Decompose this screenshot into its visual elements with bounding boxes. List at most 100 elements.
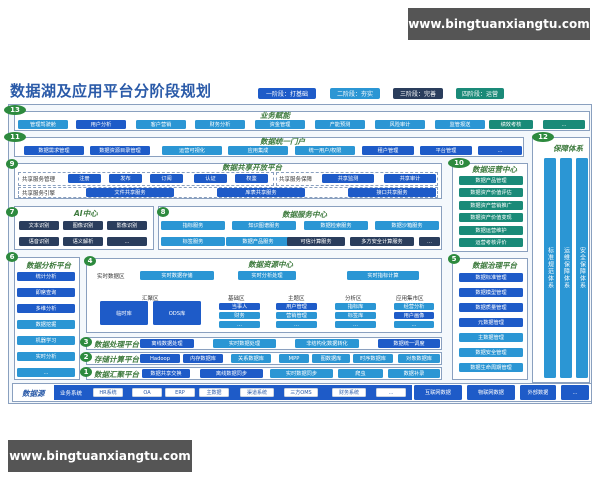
section-1-badge: 1 (80, 367, 92, 377)
governance-item: 数据标准管理 (459, 273, 523, 282)
share-mgmt-item: 认证 (194, 174, 227, 183)
storage-item: 关系数据库 (231, 354, 271, 363)
analytics-item: 机器学习 (17, 336, 75, 345)
section-3-badge: 3 (80, 337, 92, 347)
share-guard-item: 共享审计 (384, 174, 436, 183)
realtime-item: 实时分析处理 (238, 271, 296, 280)
share-guard-label: 共享服务保障 (279, 177, 313, 183)
section-12-badge: 12 (532, 132, 554, 142)
service-item: 知识图谱服务 (232, 221, 296, 230)
section-4-badge: 4 (84, 256, 96, 266)
section-1-title: 数据汇聚平台 (94, 370, 139, 379)
governance-item: 数据模型管理 (459, 288, 523, 297)
analysis-item: 标签库 (335, 312, 376, 319)
share-engine-label: 共享服务引擎 (22, 191, 56, 197)
section-6-title: 数据分析平台 (26, 261, 71, 270)
realtime-item: 实时数据存储 (140, 271, 214, 280)
share-engine-item: 库表共享服务 (217, 188, 305, 197)
processing-item: 实时数据处理 (213, 339, 276, 348)
biz-item: 绩效考核 (489, 120, 533, 129)
assurance-column: 标准规范体系 (544, 158, 556, 378)
section-2-badge: 2 (80, 352, 92, 362)
stage-3-legend: 三阶段：完善 (393, 88, 443, 99)
section-5-title: 数据治理平台 (472, 261, 517, 270)
section-8-badge: 8 (157, 207, 169, 217)
storage-item: 内存数据库 (183, 354, 223, 363)
portal-item: 运营可视化 (162, 146, 222, 155)
biz-item: 财务分析 (195, 120, 245, 129)
source-item: 财务系统 (332, 388, 366, 397)
source-item: OA (132, 388, 162, 397)
share-mgmt-label: 共享服务管理 (22, 177, 56, 183)
base-zone-label: 基础区 (228, 296, 245, 302)
storage-item: MPP (279, 354, 309, 363)
assurance-column: 安全保障体系 (576, 158, 588, 378)
ai-item: 文本识别 (19, 221, 59, 230)
business-systems-label: 业务系统 (60, 391, 83, 397)
ai-item: 图像识别 (63, 221, 103, 230)
realtime-item: 实时指标计算 (347, 271, 419, 280)
external-source: ... (561, 385, 589, 400)
portal-item: 应用集成 (228, 146, 288, 155)
governance-item: 主数据管理 (459, 333, 523, 342)
topic-item: 营销管理 (276, 312, 317, 319)
portal-item: 平台管理 (420, 146, 472, 155)
biz-item: 用户分析 (76, 120, 126, 129)
section-11-title: 数据统一门户 (260, 137, 305, 146)
share-mgmt-item: 注册 (68, 174, 101, 183)
analysis-zone-label: 分析区 (345, 296, 362, 302)
ops-item: 数据资产价值评估 (459, 188, 523, 197)
watermark-top: www.bingtuanxiangtu.com (408, 8, 590, 40)
biz-item: ... (543, 120, 585, 129)
biz-item: 风险审计 (375, 120, 425, 129)
governance-item: 数据安全管理 (459, 348, 523, 357)
biz-item: 管理驾驶舱 (18, 120, 68, 129)
biz-item: 监管报送 (435, 120, 485, 129)
share-mgmt-item: 发布 (109, 174, 142, 183)
mart-item: ... (394, 321, 434, 328)
analytics-item: 即席查询 (17, 288, 75, 297)
ingestion-item: 爬虫 (338, 369, 383, 378)
topic-zone-label: 主题区 (288, 296, 305, 302)
page-title: 数据湖及应用平台分阶段规划 (10, 82, 212, 100)
source-item: 渠道系统 (240, 388, 274, 397)
ai-item: ... (107, 237, 147, 246)
service-item: 标签服务 (161, 237, 225, 246)
portal-item: 数据需求管理 (24, 146, 84, 155)
service-item: 数据产品服务 (226, 237, 290, 246)
section-11-badge: 11 (4, 132, 26, 142)
section-9-badge: 9 (6, 159, 18, 169)
ops-item: 数据资产价值变现 (459, 213, 523, 222)
ingestion-item: 实时数据同步 (270, 369, 333, 378)
service-item: 数据检索服务 (304, 221, 368, 230)
ingestion-item: 数据补录 (388, 369, 440, 378)
governance-item: 数据生命周期管理 (459, 363, 523, 372)
watermark-bottom: www.bingtuanxiangtu.com (8, 440, 192, 472)
storage-item: 时序数据库 (353, 354, 393, 363)
source-item: 主数据 (199, 388, 229, 397)
service-item: 多方安全计算服务 (350, 237, 414, 246)
share-engine-item: 文件共享服务 (86, 188, 174, 197)
ai-item: 影像识别 (107, 221, 147, 230)
section-3-title: 数据处理平台 (94, 340, 139, 349)
mart-zone-label: 应用集市区 (396, 296, 424, 302)
service-item: 指标服务 (161, 221, 225, 230)
stage-2-legend: 二阶段：夯实 (330, 88, 380, 99)
analytics-item: ... (17, 368, 75, 377)
external-source: 物联网数据 (467, 385, 515, 400)
section-6-badge: 6 (6, 252, 18, 262)
portal-item: 数据资源目录管理 (90, 146, 150, 155)
topic-item: 用户管理 (276, 303, 317, 310)
external-source: 互联网数据 (414, 385, 462, 400)
processing-item: 非结构化数据转化 (295, 339, 359, 348)
gather-item: ODS库 (153, 301, 201, 325)
base-item: 当事人 (219, 303, 260, 310)
ops-item: 数据运营维护 (459, 226, 523, 235)
governance-item: 元数据管理 (459, 318, 523, 327)
biz-item: 客户营销 (136, 120, 186, 129)
share-mgmt-item: 订阅 (150, 174, 183, 183)
storage-item: 图数据库 (312, 354, 350, 363)
analytics-item: 统计分析 (17, 272, 75, 281)
share-mgmt-item: 权鉴 (235, 174, 268, 183)
section-7-badge: 7 (6, 207, 18, 217)
